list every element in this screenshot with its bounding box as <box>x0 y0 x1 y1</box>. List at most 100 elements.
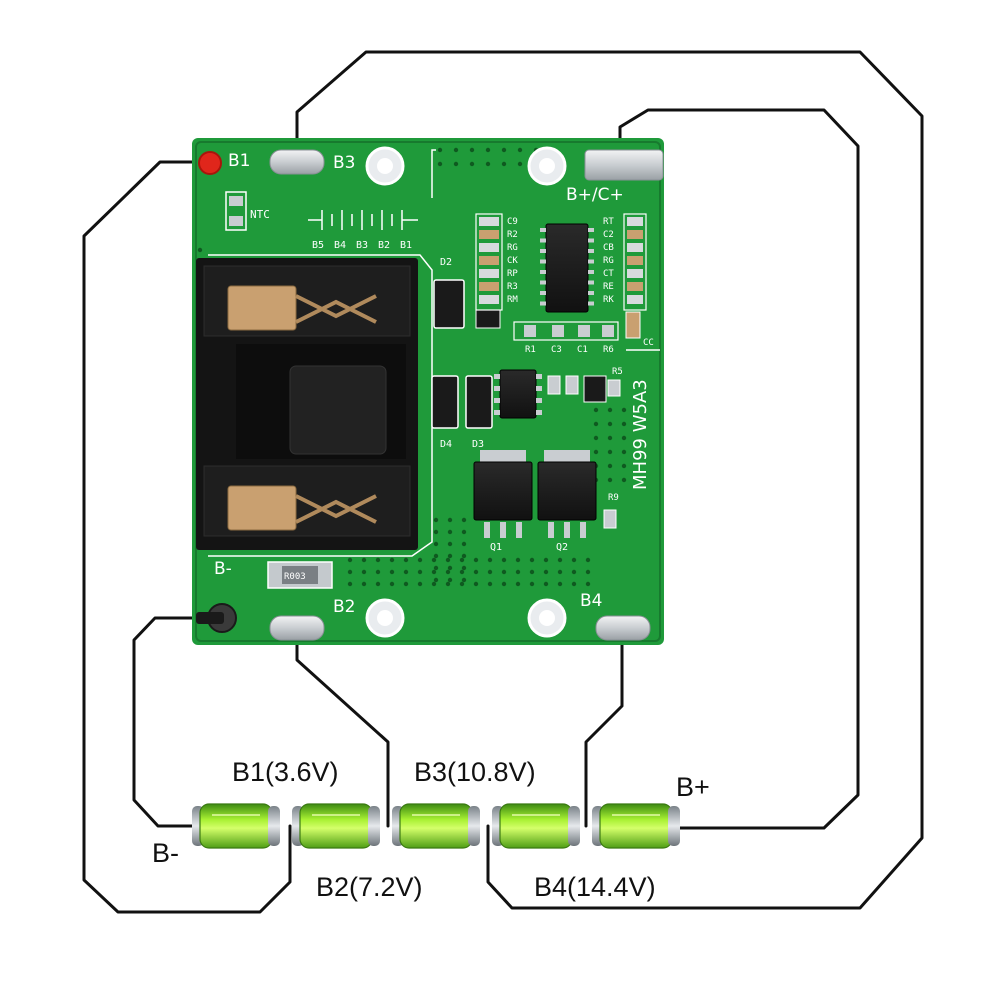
via <box>447 553 453 559</box>
smd-resistor <box>479 295 499 304</box>
wire-b2 <box>295 638 390 828</box>
cell-tap-label: B2 <box>378 240 390 251</box>
resistor-column-left <box>475 213 503 311</box>
via <box>543 557 549 563</box>
ic-pin <box>540 291 546 295</box>
label-r5: R5 <box>612 367 623 377</box>
cell-body <box>199 803 273 849</box>
label-c3: C3 <box>551 345 562 355</box>
via <box>375 557 381 563</box>
resistor-r9 <box>603 509 617 529</box>
via <box>433 541 439 547</box>
smd-resistor <box>479 243 499 252</box>
label-bminus: B- <box>152 838 179 868</box>
via <box>515 581 521 587</box>
shunt-resistor <box>267 561 333 589</box>
component-label: R2 <box>507 230 518 240</box>
label-b3-voltage: B3(10.8V) <box>414 757 536 787</box>
battery-cell <box>492 803 580 849</box>
label-b2-voltage: B2(7.2V) <box>316 872 423 902</box>
smd-resistor <box>627 230 643 239</box>
via <box>515 569 521 575</box>
component-label: RG <box>603 256 614 266</box>
ic-pin <box>540 259 546 264</box>
via <box>487 581 493 587</box>
battery-cell <box>592 803 680 849</box>
via <box>417 581 423 587</box>
via <box>543 569 549 575</box>
via <box>433 577 439 583</box>
via <box>431 581 437 587</box>
label-pad-b4: B4 <box>580 591 602 611</box>
via <box>461 541 467 547</box>
pad-bplus <box>584 149 664 181</box>
label-pad-bminus: B- <box>214 559 232 579</box>
via <box>459 557 465 563</box>
ic-pin <box>588 301 594 306</box>
diode-d2 <box>433 279 465 329</box>
via <box>621 435 627 441</box>
smd-resistor <box>627 256 643 265</box>
battery-connector <box>196 258 418 550</box>
smd-resistor <box>627 243 643 252</box>
cell-cap-right <box>268 806 280 846</box>
via <box>473 569 479 575</box>
via <box>447 517 453 523</box>
ic-pin <box>540 301 546 306</box>
wire-bplus <box>618 108 860 830</box>
via <box>571 557 577 563</box>
battery-pack <box>192 803 680 849</box>
via <box>461 577 467 583</box>
smd-resistor <box>627 269 643 278</box>
via <box>433 529 439 535</box>
via <box>445 557 451 563</box>
smd-resistor <box>479 230 499 239</box>
component-label: RP <box>507 269 518 279</box>
resistor-column-left-labels: C9 R2 RG CK RP R3 RM <box>507 217 518 305</box>
label-bplus: B+ <box>676 772 710 802</box>
smd-resistor <box>627 282 643 291</box>
resistor-column-right <box>623 213 647 311</box>
via <box>431 569 437 575</box>
battery-cell <box>192 803 280 849</box>
component-label: CB <box>603 243 614 253</box>
pad-b3 <box>269 149 325 175</box>
cell-cap-right <box>468 806 480 846</box>
cell-body <box>599 803 673 849</box>
via <box>501 557 507 563</box>
via <box>347 557 353 563</box>
via <box>445 581 451 587</box>
wire-bminus <box>132 616 209 828</box>
label-ntc: NTC <box>250 208 270 221</box>
label-q1: Q1 <box>490 542 502 553</box>
solder-pads <box>196 149 664 641</box>
via <box>571 581 577 587</box>
battery-cell <box>292 803 380 849</box>
via <box>485 147 491 153</box>
via <box>571 569 577 575</box>
via <box>487 569 493 575</box>
via <box>461 553 467 559</box>
via <box>607 477 613 483</box>
via <box>469 161 475 167</box>
via <box>431 557 437 563</box>
label-d3: D3 <box>472 439 484 450</box>
ic-pin <box>540 280 546 285</box>
resistor-column-right-labels: RT C2 CB RG CT RE RK <box>603 217 614 305</box>
cell-tap-label: B5 <box>312 240 324 251</box>
via <box>375 581 381 587</box>
via <box>501 581 507 587</box>
component-label: RM <box>507 295 518 305</box>
via <box>453 161 459 167</box>
via <box>453 147 459 153</box>
via <box>347 569 353 575</box>
ic-pin <box>588 259 594 264</box>
smd-resistor <box>479 282 499 291</box>
ic-pin <box>540 238 546 243</box>
via <box>593 435 599 441</box>
component-label: RK <box>603 295 614 305</box>
via <box>417 569 423 575</box>
via <box>593 449 599 455</box>
